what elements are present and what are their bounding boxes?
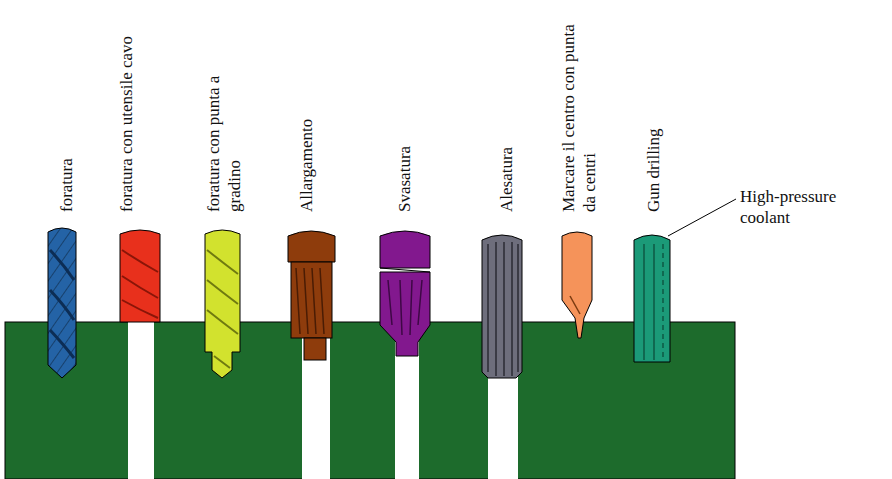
hole bbox=[128, 322, 154, 479]
process-label: foratura con punta a gradino bbox=[203, 32, 245, 212]
counterbore-tool bbox=[288, 231, 335, 360]
process-label: Marcare il centro con punta da centri bbox=[558, 17, 600, 212]
process-label: Alesatura bbox=[496, 12, 517, 212]
callout-label: High-pressure coolant bbox=[740, 186, 888, 228]
process-label: Svasatura bbox=[394, 12, 415, 212]
process-label: foratura bbox=[56, 12, 77, 212]
center-drill bbox=[562, 232, 592, 338]
countersink-tool bbox=[380, 231, 430, 356]
gun-drill bbox=[634, 199, 736, 362]
process-label: Gun drilling bbox=[643, 12, 664, 212]
leader-line bbox=[668, 199, 736, 236]
process-label: foratura con utensile cavo bbox=[116, 32, 137, 212]
reamer bbox=[482, 235, 522, 378]
hole bbox=[302, 322, 330, 479]
twist-drill bbox=[48, 228, 76, 378]
workpiece bbox=[5, 322, 735, 479]
core-drill bbox=[120, 230, 160, 322]
step-drill bbox=[205, 230, 240, 378]
process-label: Allargamento bbox=[296, 12, 317, 212]
